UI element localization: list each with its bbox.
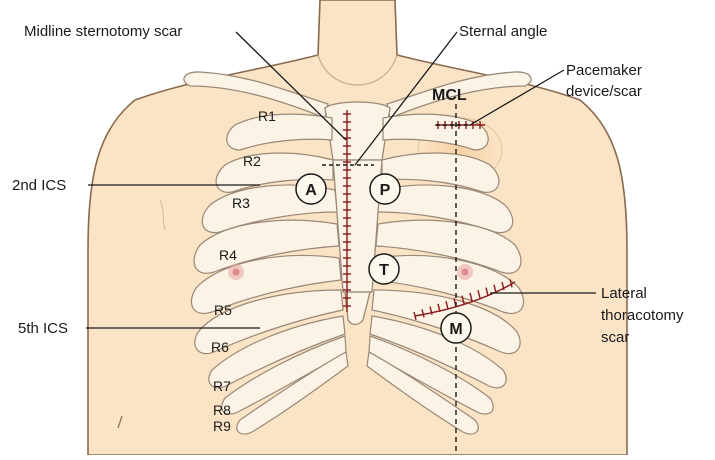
rib-label-r2: R2 xyxy=(243,153,261,169)
aortic-area: A xyxy=(296,174,326,204)
lateral-label-line3: scar xyxy=(601,329,629,346)
mcl-label: MCL xyxy=(432,87,467,104)
mitral-area-label: M xyxy=(449,321,462,338)
midline-sternotomy-label: Midline sternotomy scar xyxy=(24,23,182,40)
left-nipple-center xyxy=(462,269,469,276)
pacemaker-label-line2: device/scar xyxy=(566,83,642,100)
lateral-label-line2: thoracotomy xyxy=(601,307,684,324)
rib-label-r4: R4 xyxy=(219,247,237,263)
rib-label-r8: R8 xyxy=(213,402,231,418)
lateral-label-line1: Lateral xyxy=(601,285,647,302)
rib-label-r5: R5 xyxy=(214,302,232,318)
rib-label-r6: R6 xyxy=(211,339,229,355)
rib-label-r3: R3 xyxy=(232,195,250,211)
right-nipple-center xyxy=(233,269,240,276)
rib-label-r7: R7 xyxy=(213,378,231,394)
tricuspid-area: T xyxy=(369,254,399,284)
tricuspid-area-label: T xyxy=(379,262,389,279)
pulmonary-area: P xyxy=(370,174,400,204)
aortic-area-label: A xyxy=(305,182,317,199)
mitral-area: M xyxy=(441,313,471,343)
5th-ics-label: 5th ICS xyxy=(18,320,68,337)
pacemaker-label-line1: Pacemaker xyxy=(566,62,642,79)
rib-label-r1: R1 xyxy=(258,108,276,124)
pulmonary-area-label: P xyxy=(380,182,391,199)
rib-label-r9: R9 xyxy=(213,418,231,434)
manubrium xyxy=(325,102,390,160)
2nd-ics-label: 2nd ICS xyxy=(12,177,66,194)
sternal-angle-label: Sternal angle xyxy=(459,23,547,40)
